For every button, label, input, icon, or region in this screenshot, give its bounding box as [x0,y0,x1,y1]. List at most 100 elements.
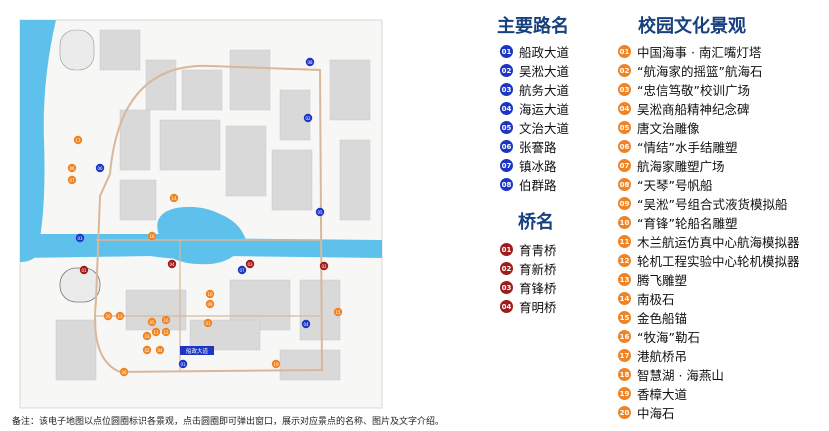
road-marker-08[interactable]: 08 [305,57,315,67]
road-marker-05[interactable]: 05 [315,207,325,217]
landscape-name: 智慧湖 · 海燕山 [637,368,724,383]
spot-marker-label: 04 [157,348,163,353]
landscape-item[interactable]: 02“航海家的摇篮”航海石 [618,61,800,80]
landscape-name: 南极石 [637,292,675,307]
road-name: 海运大道 [519,102,570,117]
bridge-name: 育明桥 [519,300,557,315]
spot-marker-05[interactable]: 05 [147,317,157,327]
spot-marker-19[interactable]: 19 [271,359,281,369]
road-markers[interactable]: 01 02 03 04 05 06 07 08 [75,57,325,369]
landscape-number-badge: 08 [618,178,631,191]
road-marker-03[interactable]: 03 [75,233,85,243]
road-name: 航务大道 [519,83,570,98]
spot-marker-03[interactable]: 03 [142,331,152,341]
landscape-name: 中海石 [637,406,675,421]
road-name: 文治大道 [519,121,570,136]
road-marker-02[interactable]: 02 [303,113,313,123]
bridge-marker-label: 04 [169,262,175,267]
spot-marker-04[interactable]: 04 [155,345,165,355]
landscapes-title: 校园文化景观 [638,16,746,37]
spot-marker-08[interactable]: 08 [119,367,129,377]
road-marker-label: 08 [307,60,313,65]
landscape-item[interactable]: 08“天琴”号帆船 [618,175,800,194]
campus-buildings [55,29,371,381]
road-item[interactable]: 03 航务大道 [500,80,569,99]
spot-marker-16[interactable]: 16 [161,315,171,325]
landscape-item[interactable]: 10“育锋”轮船名雕塑 [618,213,800,232]
spot-marker-12[interactable]: 12 [161,327,171,337]
landscape-name: 吴淞商船精神纪念碑 [637,102,750,117]
spot-marker-label: 16 [163,318,169,323]
road-marker-01[interactable]: 01 [178,359,188,369]
spot-marker-label: 10 [207,292,213,297]
landscape-item[interactable]: 11 木兰航运仿真中心航海模拟器 [618,232,800,251]
spot-marker-15[interactable]: 15 [333,307,343,317]
landscape-name: “育锋”轮船名雕塑 [637,216,738,231]
bridges-title: 桥名 [518,212,554,233]
spot-marker-09[interactable]: 09 [205,299,215,309]
road-marker-04[interactable]: 04 [301,319,311,329]
landscape-number-badge: 05 [618,121,631,134]
spot-marker-14[interactable]: 14 [169,193,179,203]
footnote: 备注：该电子地图以点位圆圈标识各景观，点击圆圈即可弹出窗口，展示对应景点的名称、… [12,417,445,427]
landscape-number-badge: 01 [618,45,631,58]
spot-marker-17[interactable]: 17 [73,135,83,145]
spot-marker-18[interactable]: 18 [147,231,157,241]
road-marker-06[interactable]: 06 [95,163,105,173]
spot-marker-11[interactable]: 11 [151,327,161,337]
spot-marker-13[interactable]: 13 [115,311,125,321]
landscape-number-badge: 11 [618,235,631,248]
bridge-marker-02[interactable]: 02 [319,261,329,271]
landscape-number-badge: 13 [618,273,631,286]
bridge-marker-01[interactable]: 01 [79,265,89,275]
landscape-name: 木兰航运仿真中心航海模拟器 [637,235,800,250]
spot-marker-07[interactable]: 07 [67,175,77,185]
landscape-item[interactable]: 06“情结”水手结雕塑 [618,137,800,156]
landscape-number-badge: 17 [618,349,631,362]
spot-marker-20[interactable]: 20 [103,311,113,321]
bridge-marker-label: 03 [247,262,253,267]
spot-marker-label: 05 [149,320,155,325]
spot-marker-02[interactable]: 02 [142,345,152,355]
spot-marker-label: 19 [273,362,279,367]
bridge-markers[interactable]: 01 02 03 04 [79,259,329,275]
landscape-name: 航海家雕塑广场 [637,159,725,174]
spot-marker-01[interactable]: 01 [203,318,213,328]
spot-marker-10[interactable]: 10 [205,289,215,299]
spot-marker-label: 08 [121,370,127,375]
road-number-badge: 03 [500,83,513,96]
landscape-item[interactable]: 03“忠信笃敬”校训广场 [618,80,800,99]
road-marker-07[interactable]: 07 [237,265,247,275]
spot-marker-06[interactable]: 06 [67,163,77,173]
landscape-item[interactable]: 16“牧海”勒石 [618,327,800,346]
spot-marker-label: 20 [105,314,111,319]
landscape-markers[interactable]: 01 02 03 04 05 06 07 08 09 10 11 12 13 1… [67,135,343,377]
bridge-marker-04[interactable]: 04 [167,259,177,269]
landscape-item[interactable]: 09“吴淞”号组合式液货模拟船 [618,194,800,213]
bridge-marker-03[interactable]: 03 [245,259,255,269]
bridge-name: 育锋桥 [519,281,557,296]
